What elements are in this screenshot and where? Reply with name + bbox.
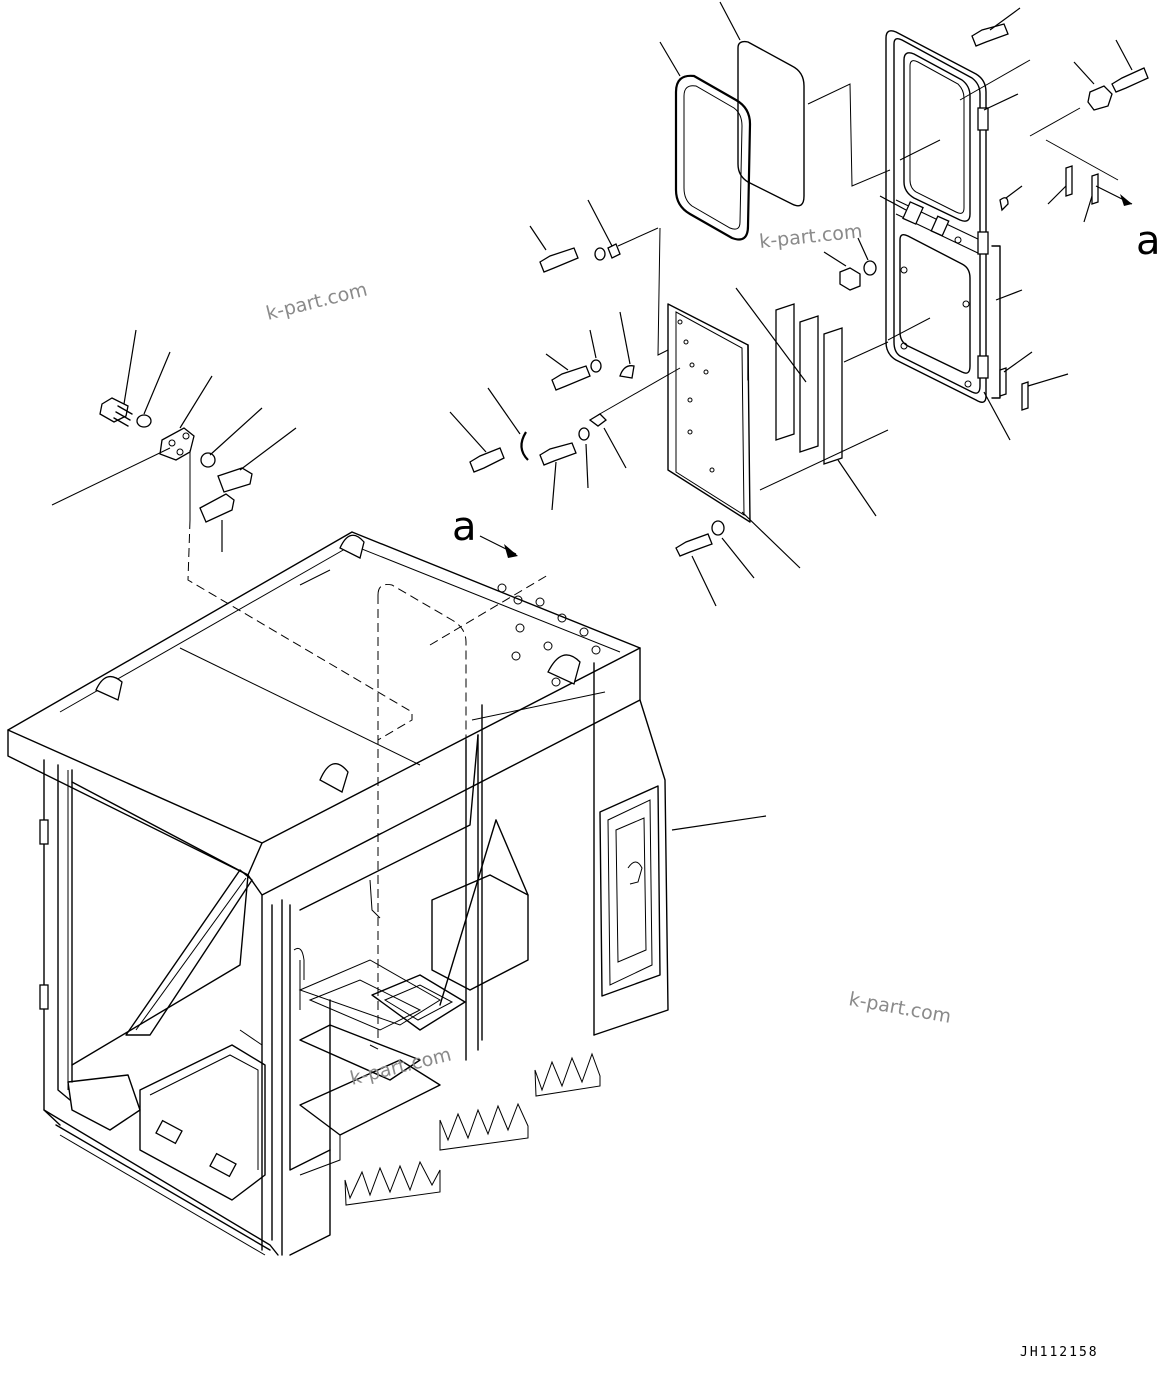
door-panel bbox=[617, 227, 801, 569]
washer bbox=[136, 414, 152, 428]
door-hinge bbox=[977, 231, 989, 255]
washer bbox=[590, 359, 602, 373]
striker-block bbox=[1087, 85, 1113, 111]
view-label: a bbox=[1136, 218, 1161, 264]
watermark: k-part.com bbox=[264, 278, 370, 324]
panel-bolt-2 bbox=[551, 365, 591, 391]
clip bbox=[607, 243, 621, 259]
hinge-bolt-top bbox=[99, 397, 133, 427]
shim bbox=[1091, 173, 1099, 205]
clip-ring bbox=[999, 197, 1009, 212]
bracket-plate bbox=[159, 427, 195, 461]
door-hinge bbox=[977, 355, 989, 379]
hinge-bracket bbox=[51, 329, 297, 552]
watermark: k-part.com bbox=[758, 220, 863, 253]
door-lock-striker bbox=[823, 7, 1149, 411]
shim bbox=[999, 367, 1007, 397]
panel-bolt-3 bbox=[469, 447, 505, 473]
watermark: k-part.com bbox=[847, 988, 953, 1028]
cab-leader bbox=[671, 815, 767, 831]
door-hinge bbox=[977, 107, 989, 131]
hinge-bolt-lower bbox=[199, 493, 235, 523]
striker-bolt bbox=[1111, 67, 1149, 93]
washer bbox=[200, 452, 216, 468]
shim bbox=[1021, 381, 1029, 411]
clip bbox=[588, 413, 607, 427]
washer bbox=[594, 247, 606, 261]
hex-nut bbox=[839, 267, 861, 291]
view-arrow-a-cab: a bbox=[452, 504, 518, 558]
washer bbox=[711, 520, 725, 536]
clip bbox=[619, 365, 635, 379]
j-clip bbox=[520, 431, 529, 461]
panel-bolt-1 bbox=[539, 247, 579, 273]
door-panel-fasteners bbox=[449, 199, 755, 607]
view-arrow-a-top: a bbox=[1095, 185, 1161, 264]
foam-strips bbox=[735, 287, 889, 517]
panel-bolt-4 bbox=[539, 442, 577, 466]
drawing-code: JH112158 bbox=[1020, 1345, 1099, 1360]
view-label: a bbox=[452, 504, 477, 550]
washer bbox=[578, 427, 590, 441]
door-frame bbox=[879, 30, 1119, 441]
shim bbox=[1065, 165, 1073, 197]
window-seal bbox=[659, 41, 752, 241]
door-bolt-top bbox=[971, 23, 1009, 47]
window-glass bbox=[719, 1, 891, 207]
roof-bolt-holes bbox=[497, 583, 601, 687]
hinge-bolt-right bbox=[217, 467, 253, 493]
washer bbox=[863, 260, 877, 276]
phantom-lines bbox=[187, 519, 549, 1051]
panel-bolt-5 bbox=[675, 533, 713, 557]
cab-frame bbox=[7, 531, 669, 1256]
